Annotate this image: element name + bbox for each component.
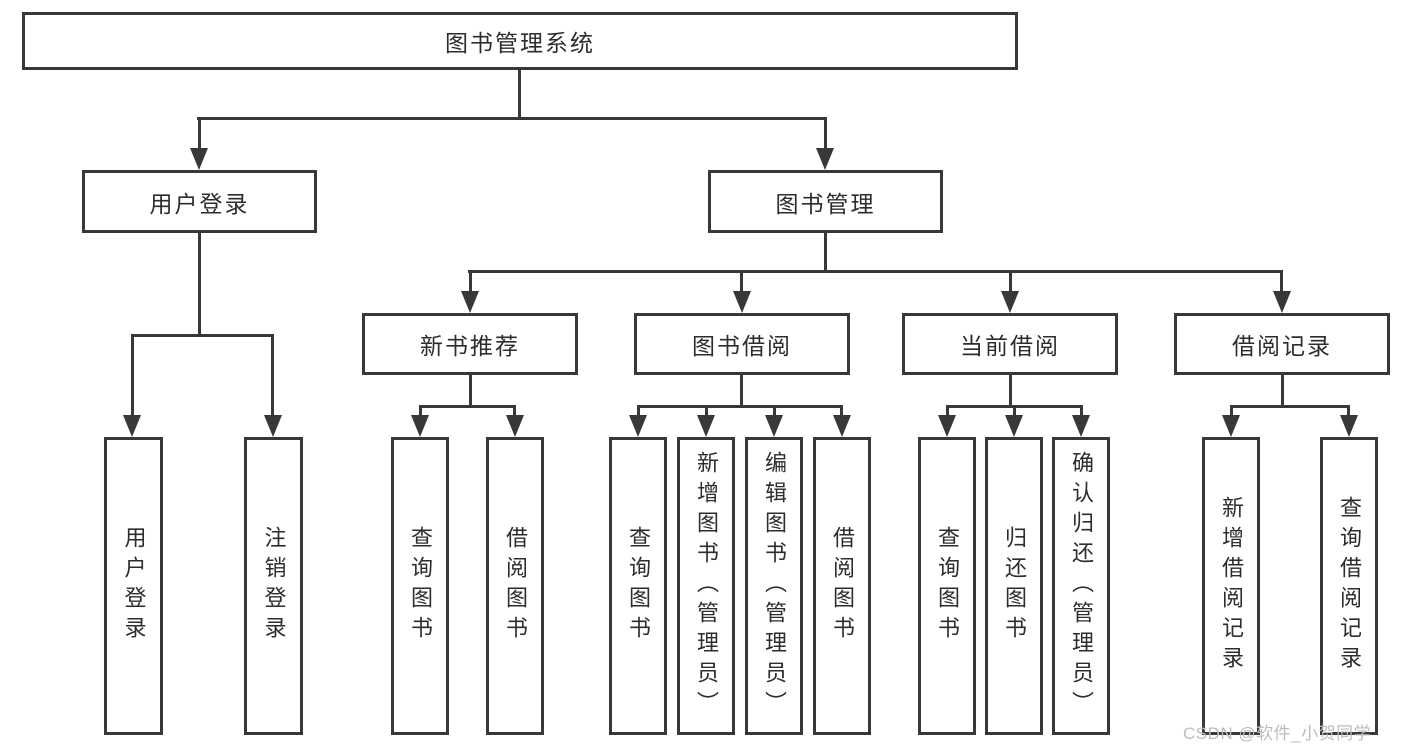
connector-line <box>740 375 743 408</box>
node-current-query-books: 查询图书 <box>918 437 976 735</box>
connector-line <box>131 334 274 337</box>
node-user-login-label: 用户登录 <box>149 190 250 217</box>
node-book-management: 图书管理 <box>708 170 943 233</box>
arrowhead-down-icon <box>264 415 282 437</box>
node-query-borrow-record-label: 查询借阅记录 <box>1337 496 1362 676</box>
node-borrow-query-books: 查询图书 <box>609 437 667 735</box>
connector-line <box>1347 405 1350 417</box>
connector-line <box>469 270 472 295</box>
connector-line <box>1230 405 1350 408</box>
arrowhead-down-icon <box>1072 415 1090 437</box>
node-user-login-leaf-label: 用户登录 <box>121 526 147 646</box>
node-root: 图书管理系统 <box>22 12 1018 70</box>
connector-line <box>1080 405 1083 417</box>
arrowhead-down-icon <box>461 291 479 313</box>
node-current-borrow: 当前借阅 <box>902 313 1118 375</box>
node-recommend-borrow-books: 借阅图书 <box>486 437 544 735</box>
connector-line <box>271 334 274 417</box>
connector-line <box>824 233 827 273</box>
arrowhead-down-icon <box>1222 415 1240 437</box>
connector-line <box>1009 270 1012 295</box>
connector-line <box>197 117 827 120</box>
connector-line <box>705 405 708 417</box>
arrowhead-down-icon <box>765 415 783 437</box>
connector-line <box>1280 270 1283 295</box>
connector-line <box>840 405 843 417</box>
connector-line <box>131 334 134 417</box>
connector-line <box>419 405 422 417</box>
node-edit-book-admin-label: 编辑图书（管理员） <box>762 451 787 721</box>
node-user-login: 用户登录 <box>82 170 317 233</box>
node-book-borrow-label: 图书借阅 <box>692 333 792 359</box>
arrowhead-down-icon <box>1005 415 1023 437</box>
connector-line <box>419 405 516 408</box>
arrowhead-down-icon <box>411 415 429 437</box>
node-current-query-books-label: 查询图书 <box>935 526 960 646</box>
node-user-login-leaf: 用户登录 <box>104 437 163 735</box>
connector-line <box>198 117 201 151</box>
arrowhead-down-icon <box>123 415 141 437</box>
connector-line <box>1230 405 1233 417</box>
arrowhead-down-icon <box>506 415 524 437</box>
arrowhead-down-icon <box>697 415 715 437</box>
node-recommend-query-books-label: 查询图书 <box>408 526 433 646</box>
connector-line <box>1281 375 1284 408</box>
connector-line <box>469 375 472 408</box>
connector-line <box>637 405 640 417</box>
node-new-book-recommend: 新书推荐 <box>362 313 578 375</box>
arrowhead-down-icon <box>733 291 751 313</box>
arrowhead-down-icon <box>1001 291 1019 313</box>
arrowhead-down-icon <box>816 148 834 170</box>
node-borrow-records: 借阅记录 <box>1174 313 1390 375</box>
connector-line <box>1009 375 1012 408</box>
node-edit-book-admin: 编辑图书（管理员） <box>745 437 803 735</box>
node-book-borrow: 图书借阅 <box>634 313 850 375</box>
node-book-management-label: 图书管理 <box>775 190 876 217</box>
node-add-book-admin-label: 新增图书（管理员） <box>694 451 719 721</box>
connector-line <box>518 70 521 120</box>
connector-line <box>824 117 827 151</box>
connector-line <box>1013 405 1016 417</box>
node-root-label: 图书管理系统 <box>445 30 595 56</box>
node-borrow-borrow-books: 借阅图书 <box>813 437 871 735</box>
connector-line <box>740 270 743 295</box>
arrowhead-down-icon <box>1340 415 1358 437</box>
connector-line <box>946 405 949 417</box>
node-confirm-return-admin: 确认归还（管理员） <box>1052 437 1110 735</box>
connector-line <box>468 270 1282 273</box>
node-query-borrow-record: 查询借阅记录 <box>1320 437 1378 735</box>
node-add-book-admin: 新增图书（管理员） <box>677 437 735 735</box>
arrowhead-down-icon <box>1273 291 1291 313</box>
node-new-book-recommend-label: 新书推荐 <box>420 333 520 359</box>
node-borrow-records-label: 借阅记录 <box>1232 333 1332 359</box>
node-logout-leaf-label: 注销登录 <box>261 526 287 646</box>
connector-line <box>773 405 776 417</box>
node-return-book-label: 归还图书 <box>1002 526 1027 646</box>
node-return-book: 归还图书 <box>985 437 1043 735</box>
arrowhead-down-icon <box>938 415 956 437</box>
csdn-watermark: CSDN @软件_小贺同学 <box>1183 724 1372 743</box>
node-add-borrow-record-label: 新增借阅记录 <box>1219 496 1244 676</box>
node-borrow-borrow-books-label: 借阅图书 <box>830 526 855 646</box>
connector-line <box>513 405 516 417</box>
node-recommend-borrow-books-label: 借阅图书 <box>503 526 528 646</box>
node-logout-leaf: 注销登录 <box>244 437 303 735</box>
arrowhead-down-icon <box>190 148 208 170</box>
node-current-borrow-label: 当前借阅 <box>960 333 1060 359</box>
connector-line <box>637 405 843 408</box>
connector-line <box>198 233 201 337</box>
node-borrow-query-books-label: 查询图书 <box>626 526 651 646</box>
node-add-borrow-record: 新增借阅记录 <box>1202 437 1260 735</box>
arrowhead-down-icon <box>629 415 647 437</box>
node-recommend-query-books: 查询图书 <box>391 437 449 735</box>
node-confirm-return-admin-label: 确认归还（管理员） <box>1069 451 1094 721</box>
arrowhead-down-icon <box>833 415 851 437</box>
